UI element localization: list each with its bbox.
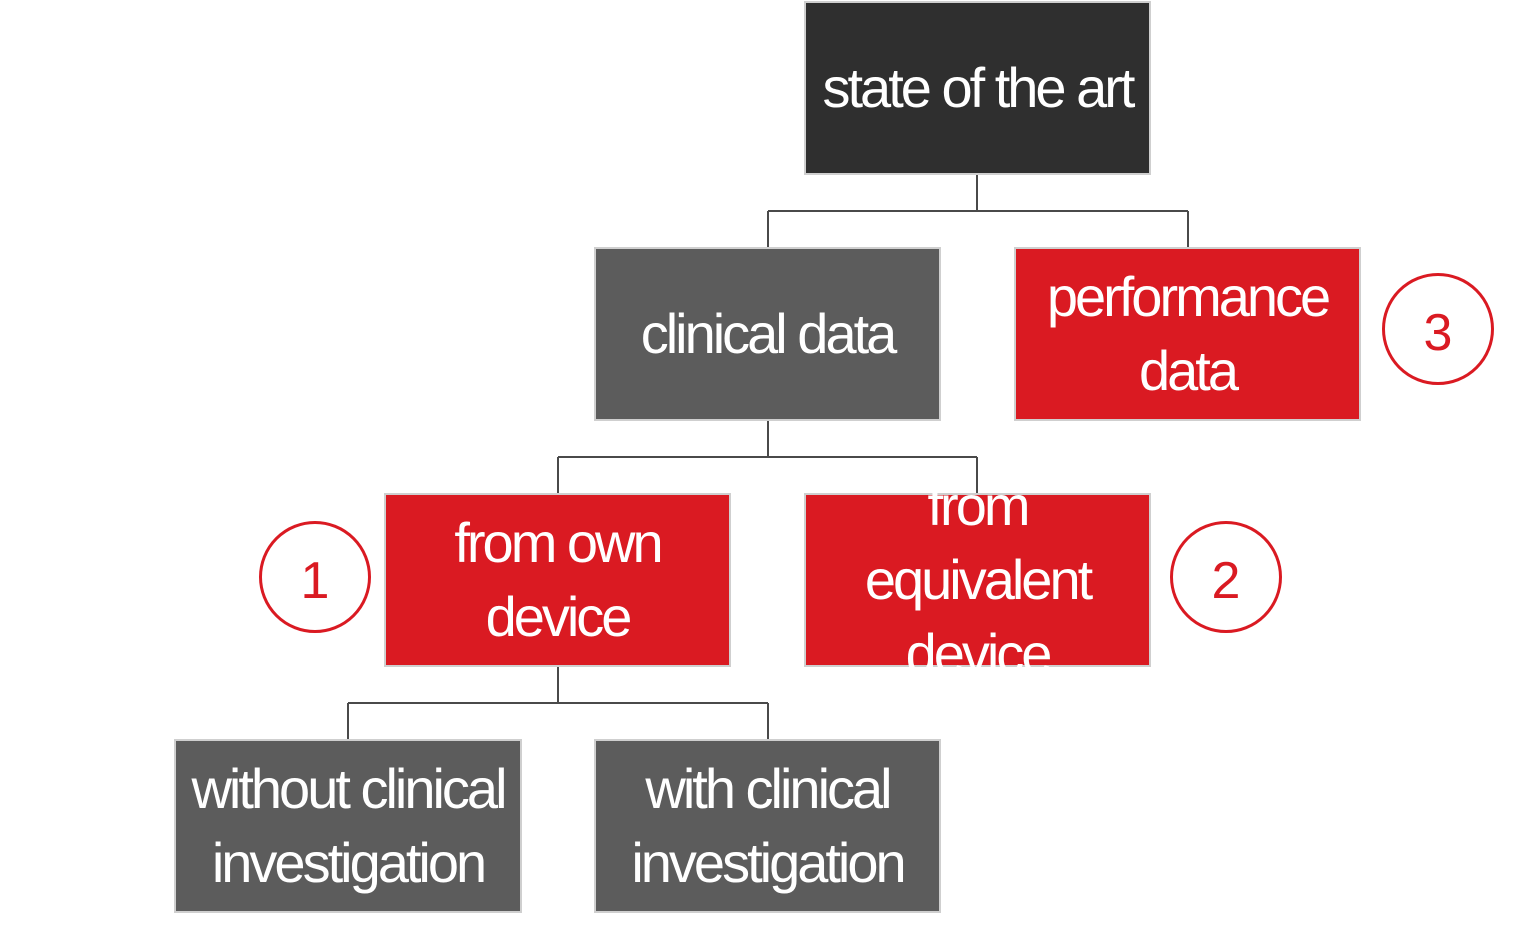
state-of-the-art-box: state of the art [804, 1, 1151, 175]
without-clinical-investigation-box: without clinical investigation [174, 739, 522, 913]
state-of-the-art-label: state of the art [822, 56, 1136, 119]
connector-root-children [767, 174, 1189, 247]
badge-2: 2 [1170, 521, 1282, 633]
from-own-device-label: from own device [454, 511, 663, 648]
from-own-device-box: from own device [384, 493, 731, 667]
performance-data-box: performance data [1014, 247, 1361, 421]
badge-2-number: 2 [1211, 552, 1241, 610]
from-equivalent-device-label: from equivalent device [864, 474, 1093, 685]
performance-data-label: performance data [1046, 265, 1331, 402]
with-clinical-investigation-label: with clinical investigation [631, 757, 906, 894]
from-equivalent-device-box: from equivalent device [804, 474, 1151, 685]
clinical-data-label: clinical data [640, 302, 898, 365]
without-clinical-investigation-label: without clinical investigation [191, 757, 507, 894]
with-clinical-investigation-box: with clinical investigation [594, 739, 941, 913]
badge-1: 1 [259, 521, 371, 633]
badge-1-number: 1 [300, 552, 330, 610]
badge-3: 3 [1382, 273, 1494, 385]
connector-own-device-children [347, 666, 769, 739]
connector-clinical-children [557, 420, 978, 493]
clinical-data-box: clinical data [594, 247, 941, 421]
badge-3-number: 3 [1423, 304, 1453, 362]
